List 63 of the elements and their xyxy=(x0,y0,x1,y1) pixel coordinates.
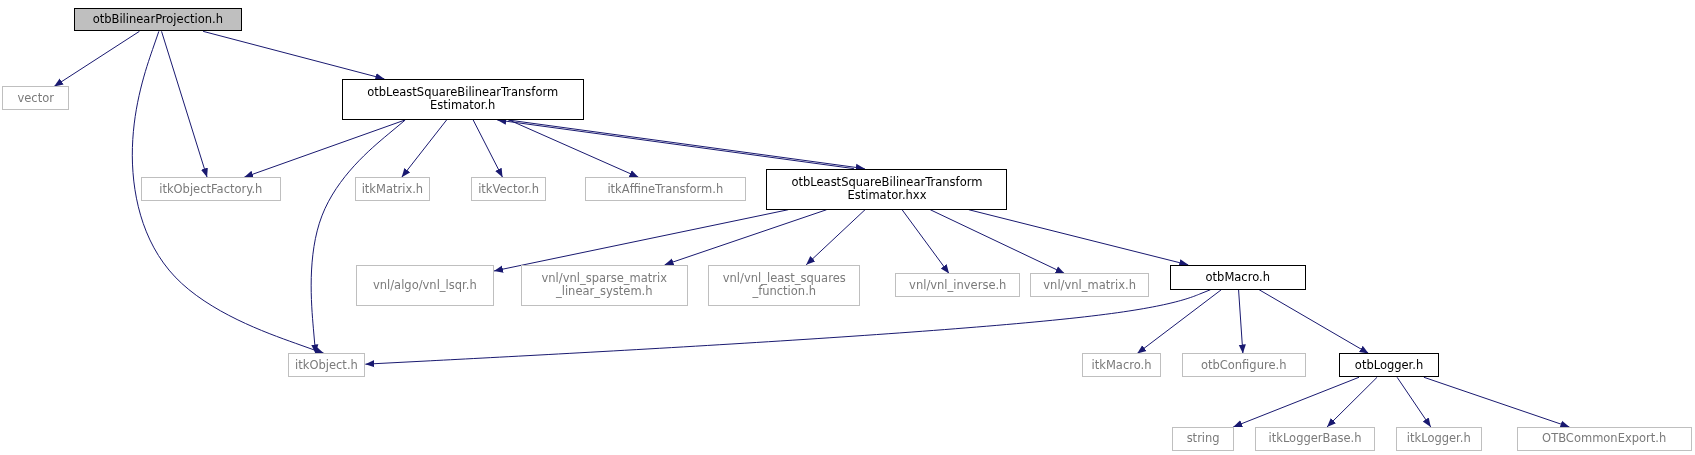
file-name: OTBCommonExport.h xyxy=(1542,432,1667,446)
file-box xyxy=(766,168,1008,210)
file-box xyxy=(895,273,1021,298)
file-name: itkAffineTransform.h xyxy=(607,182,724,196)
arrow xyxy=(1136,289,1222,354)
file-name: otbLeastSquareBilinearTransform Estimator.hxx xyxy=(790,175,984,203)
file-box xyxy=(354,177,431,202)
arrow xyxy=(1258,289,1370,354)
file-box xyxy=(73,7,243,32)
file-box xyxy=(1171,427,1235,451)
arrow xyxy=(1326,376,1378,428)
file-name: otbConfigure.h xyxy=(1200,358,1287,372)
file-box xyxy=(1082,353,1161,378)
arrow xyxy=(1423,376,1570,428)
arrow xyxy=(202,30,385,81)
file-name: vector xyxy=(17,91,54,105)
file-name: vnl/algo/vnl_lsqr.h xyxy=(372,278,477,292)
file-box xyxy=(521,264,688,306)
file-box xyxy=(1181,353,1306,378)
file-name: itkObject.h xyxy=(295,358,358,372)
file-name: vnl/vnl_matrix.h xyxy=(1043,278,1136,292)
file-box xyxy=(355,264,494,306)
file-box xyxy=(140,177,282,202)
file-box xyxy=(1516,427,1692,451)
file-name: otbMacro.h xyxy=(1205,270,1270,284)
arrow xyxy=(1238,289,1246,354)
arrow xyxy=(310,119,406,354)
arrow xyxy=(929,209,1066,274)
arrow xyxy=(243,119,406,178)
file-name: string xyxy=(1186,432,1220,446)
arrow xyxy=(131,30,325,354)
arrow xyxy=(472,119,503,178)
arrow xyxy=(161,30,208,178)
file-name: otbLeastSquareBilinearTransform Estimator.h xyxy=(366,86,560,113)
file-box xyxy=(1395,427,1483,451)
file-name: itkObjectFactory.h xyxy=(159,182,263,196)
file-name: itkVector.h xyxy=(478,182,540,196)
file-name: otbBilinearProjection.h xyxy=(92,12,223,27)
file-box xyxy=(1255,427,1375,451)
arrow xyxy=(364,289,1211,368)
arrow xyxy=(53,30,140,87)
file-box xyxy=(1030,273,1150,298)
arrow xyxy=(805,209,866,266)
file-box xyxy=(471,177,546,202)
file-box xyxy=(708,264,861,306)
arrow xyxy=(401,119,448,178)
file-box xyxy=(1339,353,1439,378)
file-name: itkLogger.h xyxy=(1406,432,1471,446)
file-name: otbLogger.h xyxy=(1354,358,1424,372)
file-name: itkLoggerBase.h xyxy=(1268,432,1362,446)
file-box xyxy=(2,86,70,111)
arrow xyxy=(1232,376,1360,428)
file-box xyxy=(341,78,584,120)
file-name: vnl/vnl_inverse.h xyxy=(909,278,1007,292)
file-name: itkMatrix.h xyxy=(361,182,424,196)
file-name: vnl/vnl_sparse_matrix _linear_system.h xyxy=(540,272,669,299)
file-box xyxy=(584,177,746,202)
arrow xyxy=(1396,376,1432,428)
file-box xyxy=(1169,264,1306,290)
file-box xyxy=(287,353,366,378)
arrow xyxy=(901,209,950,274)
file-name: itkMacro.h xyxy=(1091,358,1152,372)
file-name: vnl/vnl_least_squares _function.h xyxy=(721,272,847,299)
